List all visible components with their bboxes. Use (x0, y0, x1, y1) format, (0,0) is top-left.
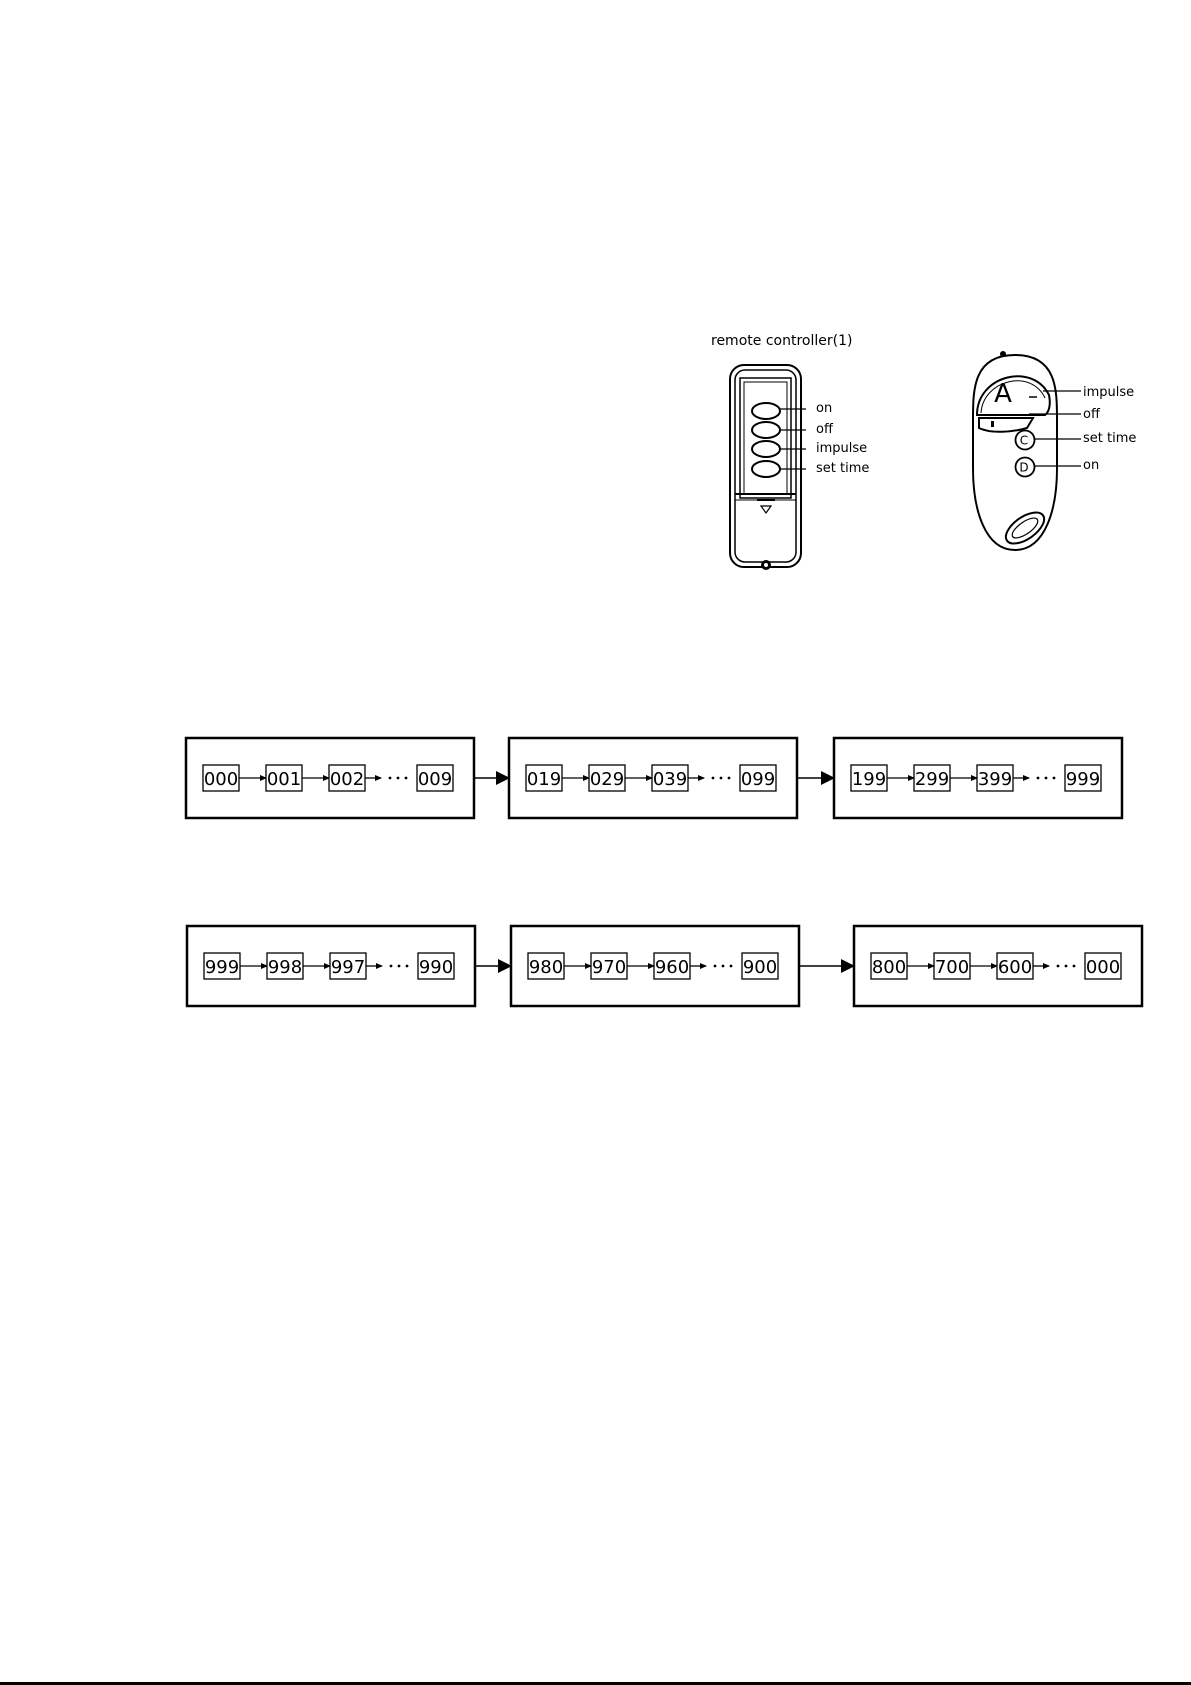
sequence-down-ellipsis-dot (714, 965, 717, 968)
sequence-down-ellipsis-dot (398, 965, 401, 968)
remote2-button-d: D (1019, 461, 1028, 475)
sequence-down-ellipsis-dot (1065, 965, 1068, 968)
sequence-up-ellipsis-dot (712, 777, 715, 780)
sequence-up-cell-value: 999 (1066, 769, 1100, 790)
remote2-illustration: A C D (945, 350, 1085, 560)
remote2-button-c: C (1020, 434, 1028, 448)
remote1-caption: remote controller(1) (711, 333, 852, 349)
sequence-down-cell-value: 998 (268, 957, 302, 978)
sequence-down-ellipsis-dot (722, 965, 725, 968)
sequence-down-cell-value: 997 (331, 957, 365, 978)
sequence-down-cell-value: 800 (872, 957, 906, 978)
remote2-label-set-time: set time (1083, 432, 1136, 446)
sequence-up-cell-value: 001 (267, 769, 301, 790)
sequence-up-cell-value: 002 (330, 769, 364, 790)
sequence-up-cell-value: 009 (418, 769, 452, 790)
sequence-up-cell-value: 099 (741, 769, 775, 790)
sequence-down-cell-value: 700 (935, 957, 969, 978)
remote2-label-off: off (1083, 408, 1100, 422)
count-sequence-diagram: 000 001 002 009 019 029 039 099 199 299 399 999 999 9… (0, 700, 1191, 1030)
sequence-down-cell-value: 970 (592, 957, 626, 978)
sequence-down-ellipsis-dot (730, 965, 733, 968)
remote1-label-set-time: set time (816, 462, 869, 476)
sequence-down-ellipsis-dot (406, 965, 409, 968)
sequence-up-ellipsis-dot (405, 777, 408, 780)
sequence-up-cell-value: 199 (852, 769, 886, 790)
sequence-up-ellipsis-dot (720, 777, 723, 780)
sequence-down-ellipsis-dot (1073, 965, 1076, 968)
sequence-up-ellipsis-dot (389, 777, 392, 780)
remote2-button-a: A (994, 379, 1012, 409)
sequence-down-ellipsis-dot (1057, 965, 1060, 968)
sequence-down-cell-value: 980 (529, 957, 563, 978)
sequence-up-cell-value: 019 (527, 769, 561, 790)
remote1-label-impulse: impulse (816, 442, 867, 456)
sequence-down-cell-value: 900 (743, 957, 777, 978)
sequence-up-cell-value: 029 (590, 769, 624, 790)
sequence-up-cell-value: 399 (978, 769, 1012, 790)
remote1-label-on: on (816, 402, 832, 416)
sequence-up-ellipsis-dot (728, 777, 731, 780)
sequence-up-cell-value: 000 (204, 769, 238, 790)
sequence-up-ellipsis-dot (1037, 777, 1040, 780)
sequence-down-cell-value: 600 (998, 957, 1032, 978)
sequence-down-cell-value: 960 (655, 957, 689, 978)
sequence-down-cell-value: 999 (205, 957, 239, 978)
sequence-up-ellipsis-dot (1053, 777, 1056, 780)
sequence-down-ellipsis-dot (390, 965, 393, 968)
remote1-label-off: off (816, 423, 833, 437)
sequence-up-ellipsis-dot (397, 777, 400, 780)
sequence-up-cell-value: 039 (653, 769, 687, 790)
remote2-label-impulse: impulse (1083, 386, 1134, 400)
sequence-up-ellipsis-dot (1045, 777, 1048, 780)
remote1-illustration (726, 360, 806, 575)
sequence-down-cell-value: 990 (419, 957, 453, 978)
remote2-label-on: on (1083, 459, 1099, 473)
sequence-up-cell-value: 299 (915, 769, 949, 790)
sequence-down-cell-value: 000 (1086, 957, 1120, 978)
